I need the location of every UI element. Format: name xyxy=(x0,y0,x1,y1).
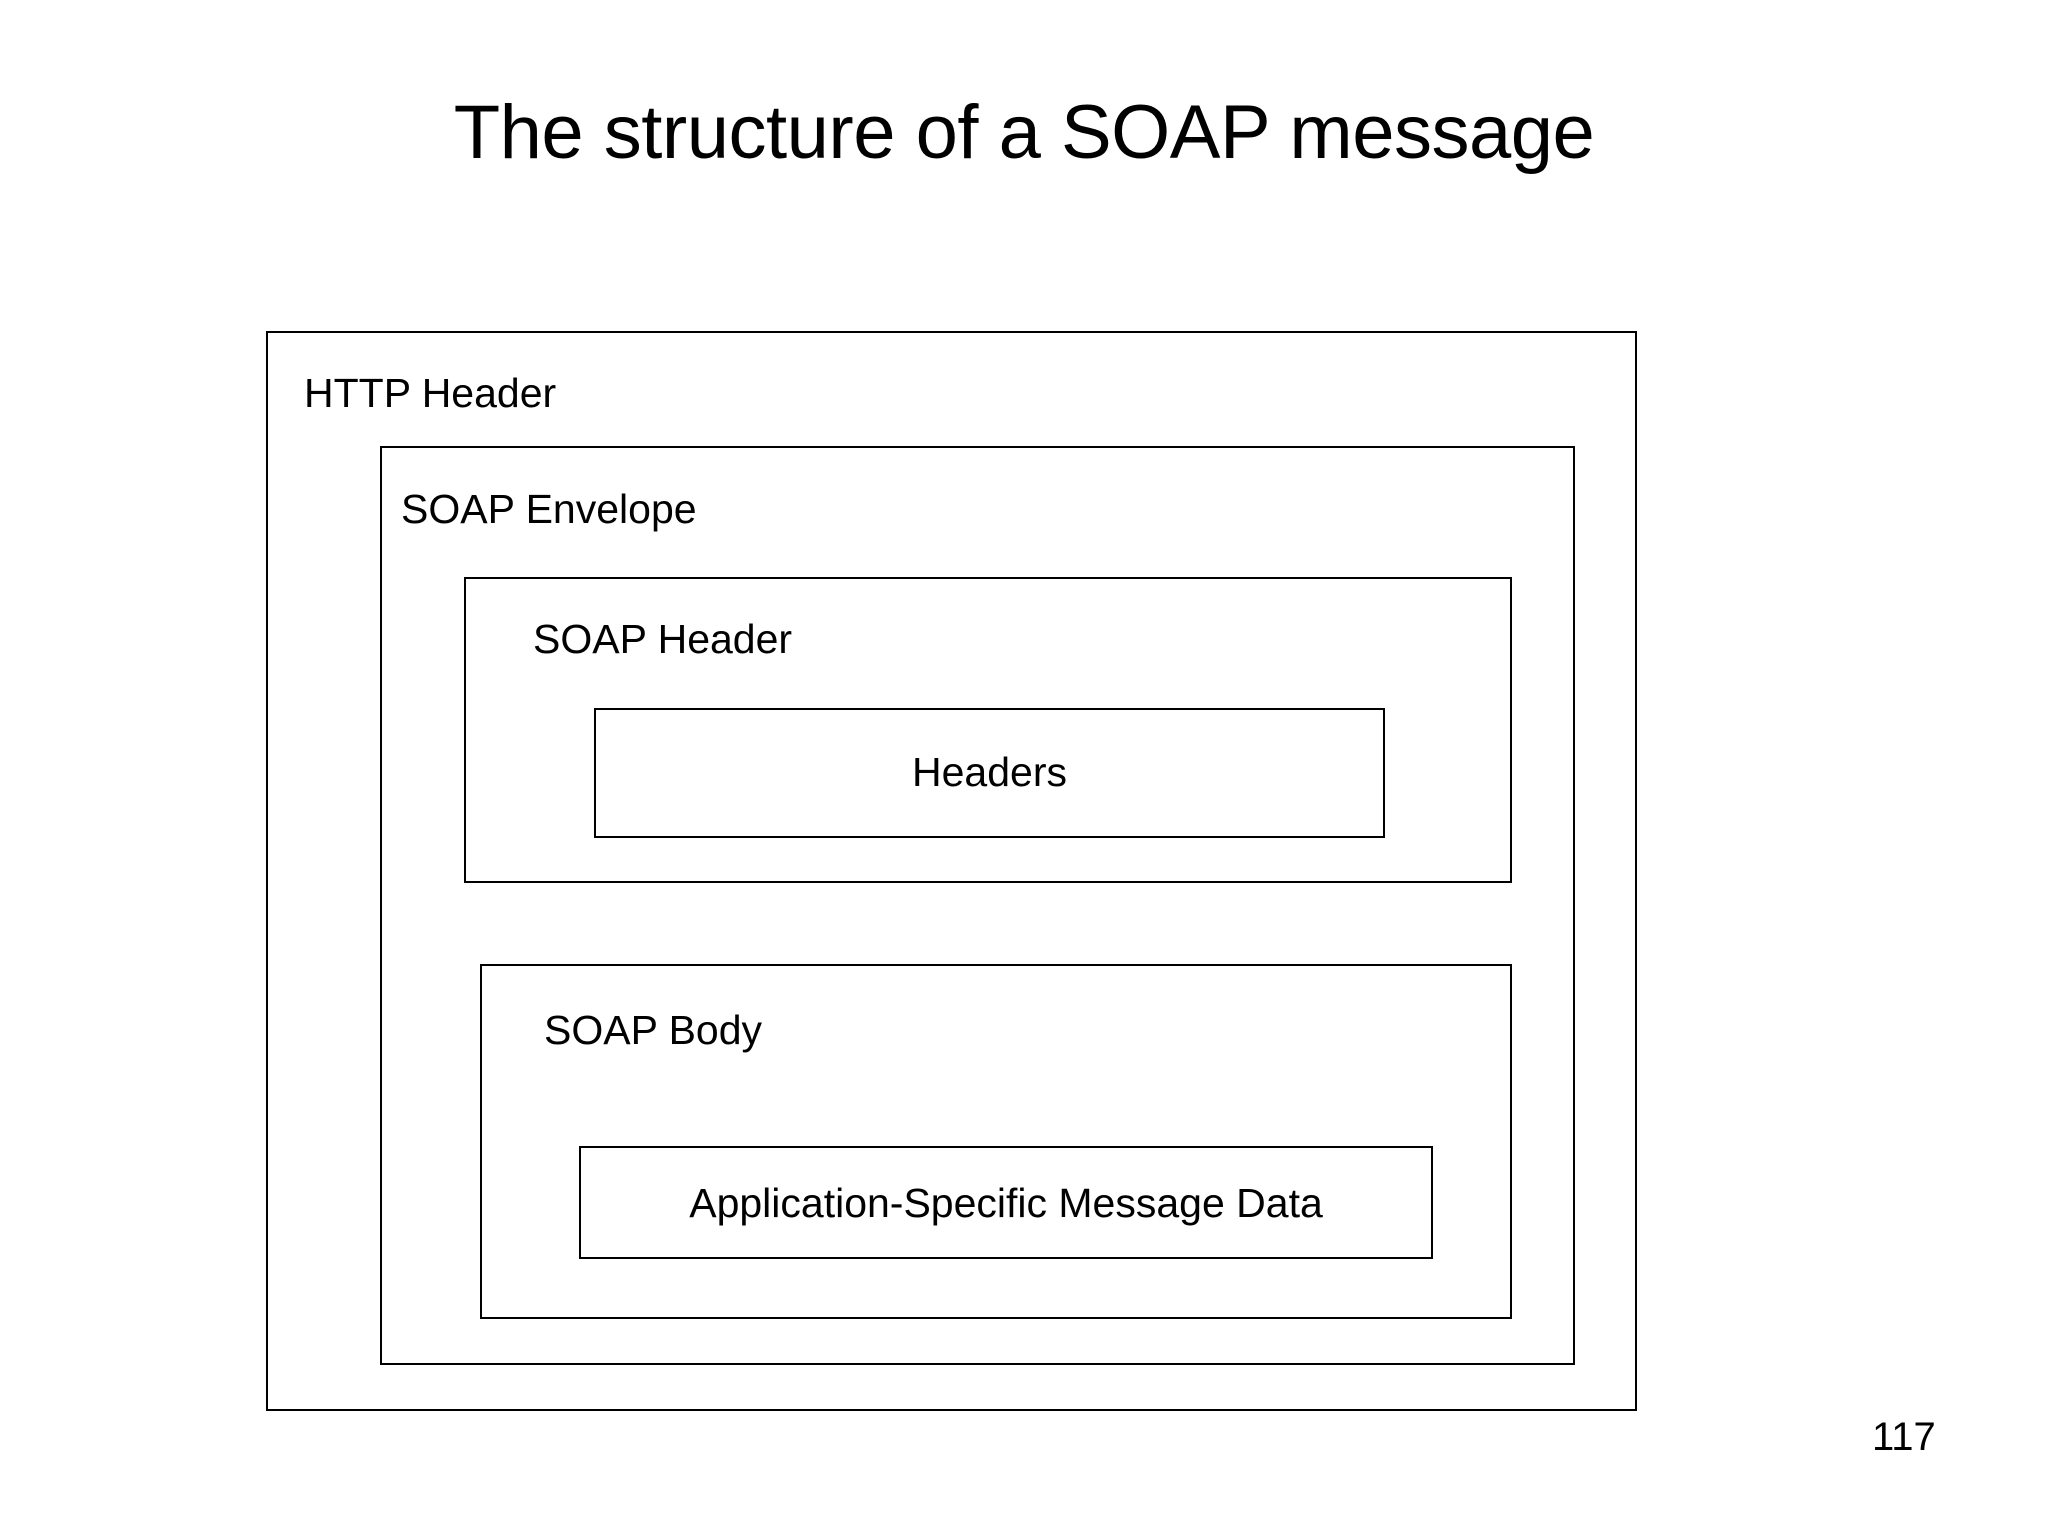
page-title: The structure of a SOAP message xyxy=(453,90,1595,175)
box-headers: Headers xyxy=(594,708,1385,838)
box-soap-header: SOAP Header Headers xyxy=(464,577,1512,883)
box-label-http-header: HTTP Header xyxy=(304,370,557,416)
box-application-specific-message-data: Application-Specific Message Data xyxy=(579,1146,1433,1259)
box-label-soap-header: SOAP Header xyxy=(533,616,793,662)
box-http-header: HTTP Header SOAP Envelope SOAP Header He… xyxy=(266,331,1637,1411)
box-soap-body: SOAP Body Application-Specific Message D… xyxy=(480,964,1512,1319)
page-number: 117 xyxy=(1872,1415,1936,1459)
box-label-soap-envelope: SOAP Envelope xyxy=(401,486,697,532)
box-soap-envelope: SOAP Envelope SOAP Header Headers SOAP B… xyxy=(380,446,1575,1365)
box-label-soap-body: SOAP Body xyxy=(544,1007,763,1053)
box-label-headers: Headers xyxy=(912,749,1067,795)
box-label-application-specific-message-data: Application-Specific Message Data xyxy=(689,1180,1323,1226)
